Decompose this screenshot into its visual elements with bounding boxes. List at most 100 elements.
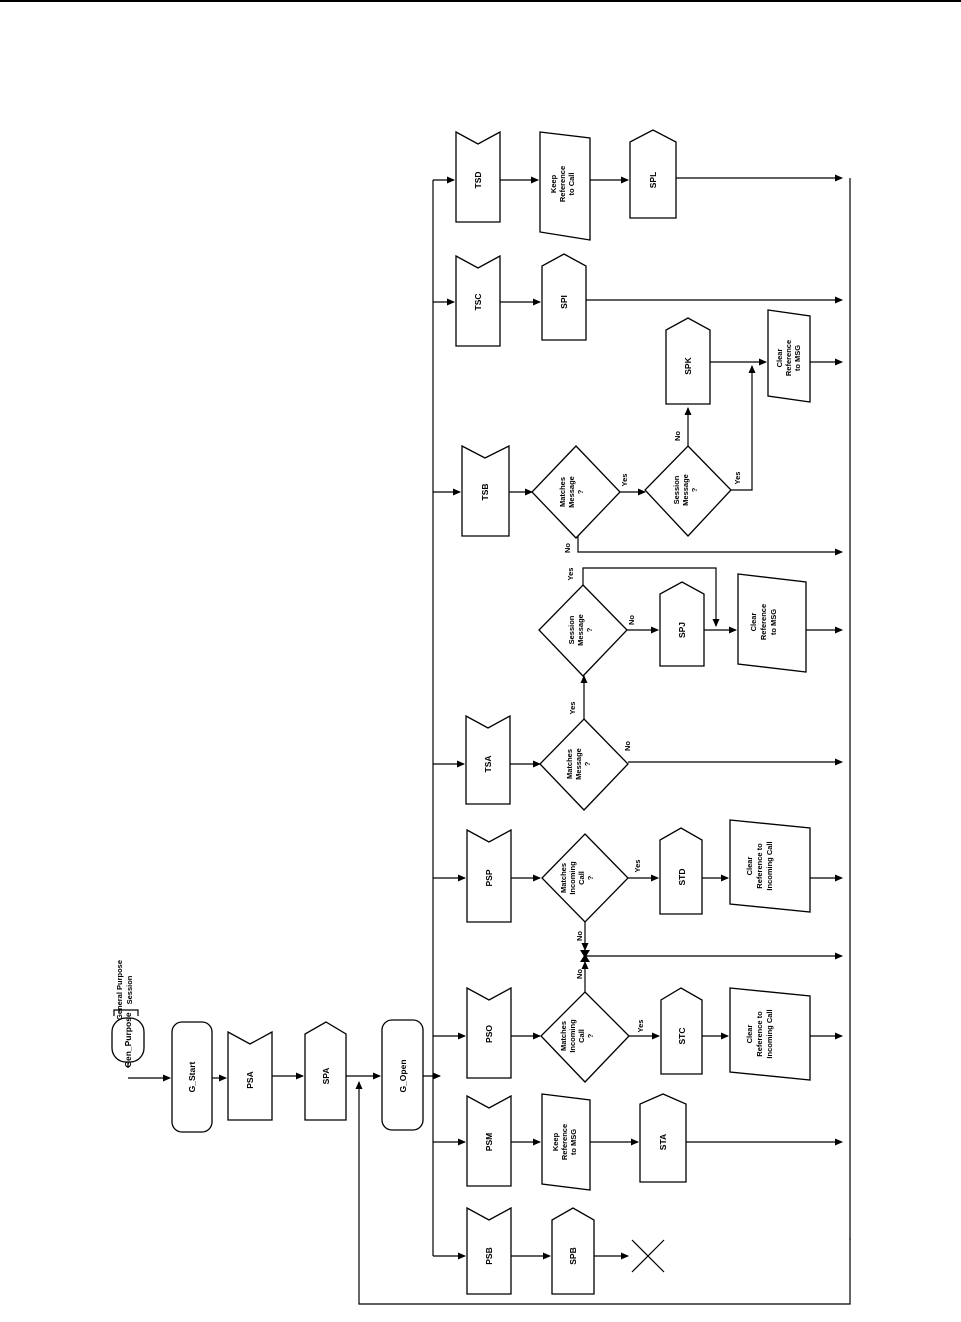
spi-label: SPI (559, 295, 569, 309)
clear-msg1-line1: Clear (749, 613, 758, 632)
input-signal-tsa: TSA (465, 714, 511, 805)
state-g-start: G_Start (171, 1021, 213, 1133)
psb-label: PSB (484, 1247, 494, 1264)
clear-call2-line2: Reference to (755, 843, 764, 889)
task-keep-reference-call: Keep Reference to Call (539, 131, 591, 241)
input-signal-pso: PSO (466, 986, 512, 1079)
stc-label: STC (677, 1028, 687, 1045)
session1-no-label: No (627, 615, 636, 625)
input-signal-psp: PSP (466, 828, 512, 923)
output-signal-spj: SPJ (659, 581, 705, 667)
dec2-line2: Incoming (568, 861, 577, 895)
psp-yes-label: Yes (633, 860, 642, 873)
dec3-line2: Message (574, 748, 583, 780)
pso-label: PSO (484, 1025, 494, 1043)
spl-label: SPL (648, 172, 658, 189)
dec6-line3: ? (690, 487, 699, 492)
tsd-label: TSD (473, 172, 483, 189)
dec4-line3: ? (585, 627, 594, 632)
dec2-line1: Matches (559, 863, 568, 893)
stop-symbol (631, 1239, 665, 1273)
task-clear-reference-call-2: Clear Reference to Incoming Call (729, 819, 811, 913)
task-clear-reference-msg-2: Clear Reference to MSG (767, 309, 811, 403)
dec5-line1: Matches (558, 477, 567, 507)
spj-label: SPJ (677, 622, 687, 638)
psp-no-label: No (575, 931, 584, 941)
session2-no-label: No (673, 431, 682, 441)
output-signal-spa: SPA (304, 1021, 347, 1121)
pso-no-label: No (575, 969, 584, 979)
state-g-open: G_Open (381, 1019, 424, 1131)
input-signal-psm: PSM (466, 1094, 512, 1187)
dec1-line2: Incoming (568, 1019, 577, 1053)
session2-yes-label: Yes (733, 472, 742, 485)
dec6-line1: Session (672, 475, 681, 504)
dec4-line1: Session (567, 615, 576, 644)
dec3-line1: Matches (565, 749, 574, 779)
spa-label: SPA (321, 1068, 331, 1085)
decision-matches-incoming-call-1: Matches Incoming Call ? (540, 991, 630, 1083)
tsb-no-label: No (563, 543, 572, 553)
clear-msg2-line2: Reference (784, 340, 793, 376)
output-signal-stc: STC (660, 987, 703, 1075)
tsa-yes-label: Yes (568, 702, 577, 715)
decision-matches-message-1: Matches Message ? (539, 718, 629, 811)
task-keep-reference-msg: Keep Reference to MSG (541, 1093, 591, 1191)
clear-call2-line3: Incoming Call (765, 841, 774, 890)
psm-label: PSM (484, 1133, 494, 1151)
input-signal-tsc: TSC (455, 254, 501, 347)
keep-call-line1: Keep (549, 174, 558, 193)
dec4-line2: Message (576, 614, 585, 646)
input-signal-tsd: TSD (455, 130, 501, 223)
tsa-no-label: No (623, 741, 632, 751)
output-signal-spk: SPK (665, 317, 711, 405)
sta-label: STA (658, 1134, 668, 1150)
clear-msg2-line3: to MSG (793, 345, 802, 371)
dec2-line4: ? (586, 875, 595, 880)
output-signal-spi: SPI (541, 253, 587, 341)
connector-lines (127, 174, 851, 1305)
start-node-gen-purpose: Gen_Purpose (111, 1012, 145, 1068)
dec6-line2: Message (681, 474, 690, 506)
psa-label: PSA (245, 1071, 255, 1088)
junction-marker (580, 950, 590, 962)
tsa-label: TSA (483, 756, 493, 773)
output-signal-spb: SPB (551, 1207, 595, 1295)
clear-call2-line1: Clear (745, 857, 754, 876)
spb-label: SPB (568, 1247, 578, 1264)
dec1-line3: Call (577, 1029, 586, 1043)
dec2-line3: Call (577, 871, 586, 885)
pso-yes-label: Yes (636, 1020, 645, 1033)
task-clear-reference-call-1: Clear Reference to Incoming Call (729, 987, 811, 1081)
keep-msg-line1: Keep (551, 1132, 560, 1151)
dec5-line2: Message (567, 476, 576, 508)
decision-matches-incoming-call-2: Matches Incoming Call ? (541, 833, 629, 923)
output-signal-std: STD (659, 827, 703, 915)
task-clear-reference-msg-1: Clear Reference to MSG (737, 573, 807, 673)
keep-call-line3: to Call (567, 173, 576, 196)
spk-label: SPK (683, 356, 693, 374)
input-signal-tsb: TSB (461, 444, 510, 537)
output-signal-sta: STA (639, 1093, 687, 1183)
gen-purpose-label: Gen_Purpose (123, 1012, 133, 1068)
dec1-line1: Matches (559, 1021, 568, 1051)
keep-msg-line2: Reference (560, 1124, 569, 1160)
psp-label: PSP (484, 869, 494, 886)
input-signal-psa: PSA (227, 1030, 273, 1121)
input-signal-psb: PSB (466, 1206, 512, 1295)
keep-call-line2: Reference (558, 166, 567, 202)
session1-yes-label: Yes (566, 568, 575, 581)
clear-msg2-line1: Clear (775, 349, 784, 368)
clear-call1-line2: Reference to (755, 1011, 764, 1057)
annotation-general-purpose-session: General Purpose Session (113, 960, 139, 1020)
decision-session-message-2: Session Message ? (644, 445, 732, 537)
tsb-yes-label: Yes (620, 474, 629, 487)
clear-call1-line1: Clear (745, 1025, 754, 1044)
g-start-label: G_Start (187, 1061, 197, 1092)
clear-call1-line3: Incoming Call (765, 1009, 774, 1058)
dec5-line3: ? (576, 489, 585, 494)
dec1-line4: ? (586, 1033, 595, 1038)
output-signal-spl: SPL (629, 129, 677, 219)
tsc-label: TSC (473, 294, 483, 311)
decision-session-message-1: Session Message ? (538, 584, 628, 677)
